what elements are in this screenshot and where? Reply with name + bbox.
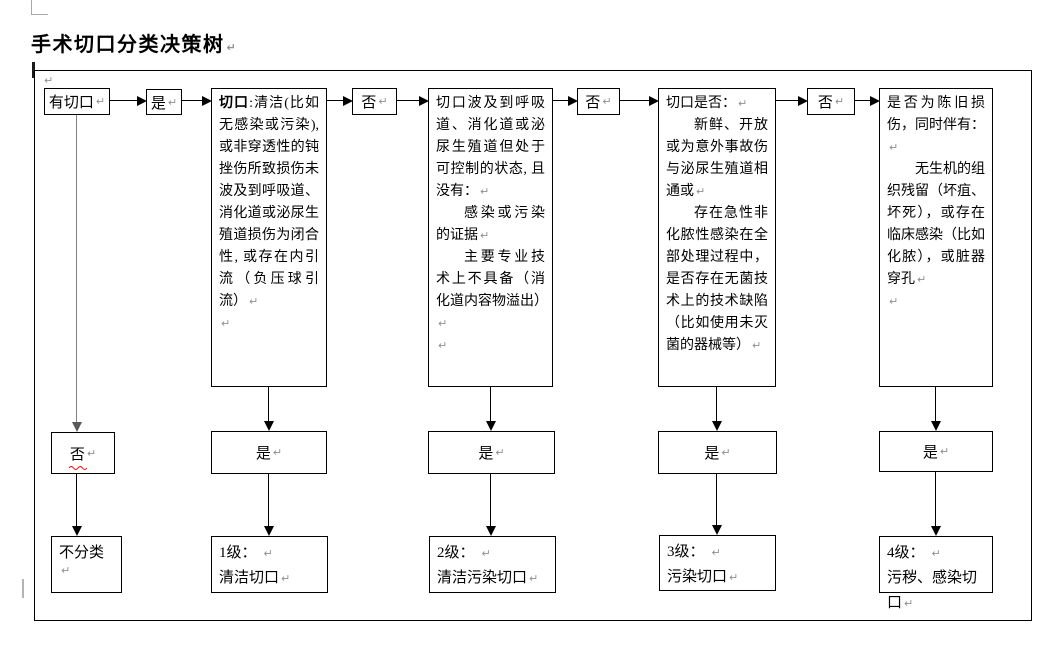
connector-line <box>935 472 936 526</box>
arrowhead-icon <box>72 526 82 536</box>
connector-line <box>855 100 870 101</box>
return-mark-icon: ↵ <box>931 547 941 560</box>
return-mark-icon: ↵ <box>711 546 721 559</box>
question-box-1[interactable]: 切口:清洁(比如无感染或污染), 或非穿透性的钝挫伤所致损伤未波及到呼吸道、消化… <box>211 88 327 387</box>
no-node-1[interactable]: 否↵ <box>352 88 397 115</box>
result-box-unclassified[interactable]: 不分类↵ <box>51 536 122 593</box>
connector-line <box>935 387 936 421</box>
return-mark-icon: ↵ <box>272 446 283 459</box>
return-mark-icon: ↵ <box>721 446 731 459</box>
no-node-left[interactable]: 否↵ <box>51 432 115 474</box>
arrowhead-icon <box>72 422 82 432</box>
yes-node-4[interactable]: 是↵ <box>879 431 993 472</box>
return-mark-icon: ↵ <box>221 317 231 330</box>
return-mark-icon: ↵ <box>263 547 273 560</box>
no-node-3[interactable]: 否↵ <box>807 88 855 115</box>
return-mark-icon: ↵ <box>889 141 899 154</box>
yes-node-top[interactable]: 是↵ <box>146 89 182 115</box>
connector-line <box>716 387 717 421</box>
return-mark-icon: ↵ <box>86 446 97 460</box>
connector-line <box>620 100 649 101</box>
arrowhead-icon <box>931 421 941 431</box>
arrowhead-icon <box>137 96 147 106</box>
return-mark-icon: ↵ <box>61 564 71 577</box>
connector-line-gray <box>76 115 77 422</box>
question-box-4[interactable]: 是否为陈旧损伤，同时伴有：↵ 无生机的组织残留（坏疽、坏死），或存在临床感染（比… <box>879 88 993 387</box>
start-box[interactable]: 有切口↵ <box>44 88 110 115</box>
arrowhead-icon <box>870 96 880 106</box>
paragraph-anchor-mark <box>32 62 35 78</box>
connector-line <box>716 474 717 525</box>
arrowhead-icon <box>931 526 941 536</box>
return-mark-icon: ↵ <box>226 41 238 54</box>
level-box-4[interactable]: 4级：↵ 污秽、感染切口↵ <box>879 536 993 611</box>
return-mark-icon: ↵ <box>752 339 762 352</box>
arrowhead-icon <box>343 96 353 106</box>
arrowhead-icon <box>486 526 496 536</box>
return-mark-icon: ↵ <box>378 95 388 108</box>
connector-line <box>553 100 568 101</box>
return-mark-icon: ↵ <box>44 74 54 87</box>
arrowhead-icon <box>264 526 274 536</box>
connector-line <box>76 474 77 526</box>
return-mark-icon: ↵ <box>917 273 927 286</box>
return-mark-icon: ↵ <box>729 571 739 584</box>
yes-node-2[interactable]: 是↵ <box>428 431 555 474</box>
return-mark-icon: ↵ <box>480 185 490 198</box>
spellcheck-squiggle-icon <box>68 465 87 470</box>
return-mark-icon: ↵ <box>480 229 490 242</box>
return-mark-icon: ↵ <box>95 95 106 108</box>
return-mark-icon: ↵ <box>939 445 950 458</box>
level-box-2[interactable]: 2级：↵ 清洁污染切口↵ <box>429 536 556 593</box>
return-mark-icon: ↵ <box>167 95 178 109</box>
connector-line <box>490 474 491 526</box>
return-mark-icon: ↵ <box>834 95 845 108</box>
connector-line <box>268 474 269 526</box>
yes-node-3[interactable]: 是↵ <box>658 431 777 474</box>
connector-line <box>268 387 269 421</box>
connector-line <box>490 387 491 421</box>
yes-node-1[interactable]: 是↵ <box>211 431 327 474</box>
return-mark-icon: ↵ <box>696 185 706 198</box>
margin-tick-mark <box>22 579 24 598</box>
return-mark-icon: ↵ <box>889 295 899 308</box>
arrowhead-icon <box>486 421 496 431</box>
return-mark-icon: ↵ <box>904 597 914 610</box>
no-node-2[interactable]: 否↵ <box>577 88 620 115</box>
return-mark-icon: ↵ <box>281 572 291 585</box>
connector-line <box>182 100 202 101</box>
return-mark-icon: ↵ <box>529 572 539 585</box>
arrowhead-icon <box>568 96 578 106</box>
connector-line <box>776 100 798 101</box>
connector-line <box>397 100 419 101</box>
level-box-3[interactable]: 3级：↵ 污染切口↵ <box>659 535 776 591</box>
arrowhead-icon <box>712 525 722 535</box>
return-mark-icon: ↵ <box>438 317 448 330</box>
page-margin-corner-mark <box>31 0 48 15</box>
arrowhead-icon <box>419 96 429 106</box>
question-box-3[interactable]: 切口是否：↵ 新鲜、开放或为意外事故伤与泌尿生殖道相通或↵ 存在急性非化脓性感染… <box>658 88 776 387</box>
arrowhead-icon <box>202 96 212 106</box>
return-mark-icon: ↵ <box>481 547 491 560</box>
connector-line <box>110 100 137 101</box>
return-mark-icon: ↵ <box>738 97 748 110</box>
return-mark-icon: ↵ <box>602 95 612 108</box>
return-mark-icon: ↵ <box>495 446 505 459</box>
connector-line <box>327 100 343 101</box>
return-mark-icon: ↵ <box>438 339 448 352</box>
level-box-1[interactable]: 1级：↵ 清洁切口↵ <box>211 536 328 593</box>
arrowhead-icon <box>649 96 659 106</box>
arrowhead-icon <box>712 421 722 431</box>
question-box-2[interactable]: 切口波及到呼吸道、消化道或泌尿生殖道但处于可控制的状态, 且没有：↵ 感染或污染… <box>428 88 553 387</box>
arrowhead-icon <box>798 96 808 106</box>
return-mark-icon: ↵ <box>249 295 259 308</box>
arrowhead-icon <box>264 421 274 431</box>
page-title: 手术切口分类决策树↵ <box>31 34 238 56</box>
